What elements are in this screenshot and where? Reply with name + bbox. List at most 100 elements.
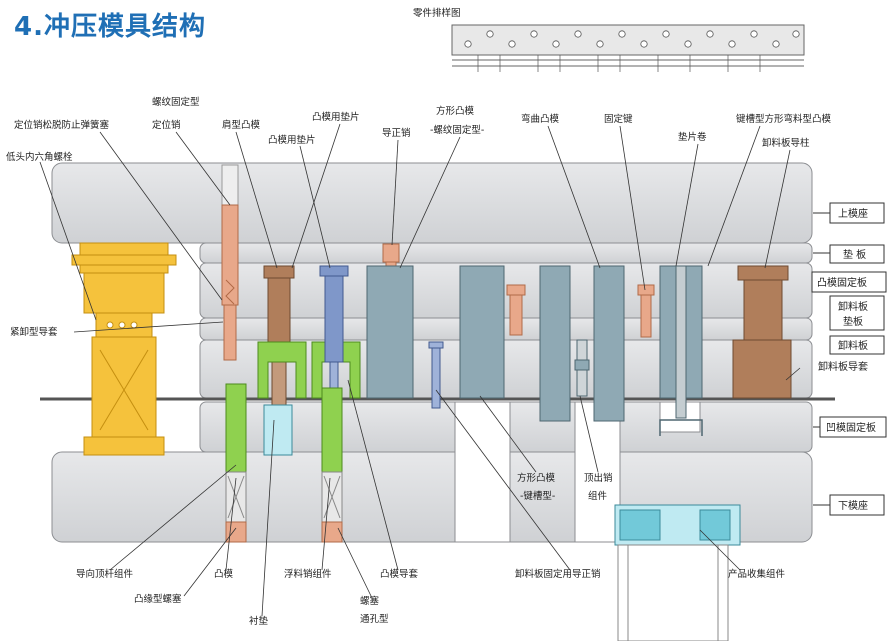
square-punch-threaded (366, 265, 414, 399)
label-pilot: 导正销 (382, 127, 411, 139)
page-title: 4.冲压模具结构 (14, 12, 206, 42)
leader-line (291, 123, 341, 269)
strip-hole (684, 40, 692, 48)
label-through-hole: 通孔型 (360, 614, 389, 625)
bottom-callouts: 导向顶杆组件 凸模 凸缘型螺塞 衬垫 浮料销组件 螺塞 通孔型 凸模导套 方形凸… (76, 472, 786, 627)
shoulder-punch (263, 265, 295, 407)
leader-line (347, 379, 399, 571)
plate-label-stripper-bush: 卸料板导套 (818, 360, 868, 373)
strip-hole (508, 40, 516, 48)
leader-line (579, 395, 599, 473)
square-punch-keyway (459, 265, 505, 399)
leader-line (619, 125, 646, 291)
strip-hole (486, 30, 494, 38)
label-stripper-pilot: 卸料板固定用导正销 (515, 568, 601, 580)
leader-line (175, 131, 231, 206)
strip-label: 零件排样图 (413, 7, 461, 19)
label-flange-plug: 凸缘型螺塞 (134, 593, 182, 605)
leader-line (675, 143, 699, 267)
leader-line (183, 527, 237, 597)
leader-line (479, 395, 537, 473)
leader-line (225, 477, 237, 571)
plate-label-punch-holder: 凸模固定板 (817, 276, 867, 289)
label-keyway-type: -键槽型- (520, 490, 555, 502)
leader-line (391, 139, 399, 246)
label-punch-shim-2: 凸模用垫片 (268, 134, 316, 146)
label-ejector-assembly: 组件 (588, 490, 608, 502)
plate-labels: 上模座 垫 板 凸模固定板 卸料板 垫板 卸料板 卸料板导套 凹模固定板 下模座 (811, 202, 887, 516)
keyway-bending-punch (659, 265, 703, 436)
label-punch-shim-1: 凸模用垫片 (312, 111, 360, 123)
leader-line (73, 321, 224, 333)
label-shim-coil: 垫片卷 (678, 131, 707, 143)
label-product-collection: 产品收集组件 (728, 568, 786, 580)
stripper-backing-plate (199, 317, 813, 341)
label-hex-bolt: 低头内六角螺栓 (6, 151, 73, 163)
stripper-guide-post (732, 265, 792, 399)
plate-label-lower-seat: 下模座 (838, 499, 868, 512)
label-keyway-punch: 键槽型方形弯料型凸模 (736, 113, 832, 125)
strip-hole (530, 30, 538, 38)
backing-plate (199, 242, 813, 264)
strip-hole (750, 30, 758, 38)
label-fixed-key: 固定键 (604, 113, 633, 125)
green-punch-guides (257, 341, 361, 399)
leader-line (99, 131, 223, 301)
leader-line (299, 145, 331, 269)
label-screw-plug: 螺塞 (360, 595, 380, 607)
label-liner: 衬垫 (249, 615, 269, 627)
label-punch-bush: 凸模导套 (380, 568, 419, 580)
plate-label-stripper: 卸料板 (838, 339, 868, 352)
label-spring-plug: 定位销松脱防止弹簧塞 (14, 119, 110, 131)
leader-line (235, 131, 278, 269)
plate-label-stripper-top: 卸料板 (838, 300, 868, 313)
label-guide-bush: 紧卸型导套 (10, 326, 58, 338)
label-bending-punch: 弯曲凸模 (521, 113, 560, 125)
label-ejector-pin: 顶出销 (584, 472, 613, 484)
label-die: 凸模 (214, 568, 234, 580)
strip-layout: 零件排样图 (413, 7, 805, 72)
label-threaded-type: 螺纹固定型 (152, 96, 200, 108)
guide-bush-assembly (71, 242, 177, 456)
leader-line (785, 367, 801, 381)
plate-label-upper-seat: 上模座 (838, 207, 868, 220)
strip-hole (596, 40, 604, 48)
leader-line (547, 125, 601, 269)
plate-label-stripper-backing: 垫板 (843, 315, 863, 328)
leader-line (764, 149, 791, 269)
strip-hole (728, 40, 736, 48)
plate-label-die-plate: 凹模固定板 (826, 421, 876, 434)
strip-hole (574, 30, 582, 38)
left-callouts: 紧卸型导套 (10, 326, 58, 338)
plate-label-backing: 垫 板 (843, 248, 866, 261)
label-float-pin: 浮料销组件 (284, 568, 332, 580)
leader-line (39, 161, 97, 321)
strip-hole (464, 40, 472, 48)
strip-hole (640, 40, 648, 48)
strip-hole (662, 30, 670, 38)
product-collection-assembly (614, 504, 741, 641)
upper-die-seat (51, 162, 813, 244)
leader-line (109, 464, 237, 571)
label-stripper-guide-post: 卸料板导柱 (762, 137, 810, 149)
top-callouts: 定位销松脱防止弹簧塞 螺纹固定型 定位销 肩型凸模 凸模用垫片 凸模用垫片 导正… (6, 96, 832, 163)
strip-hole (618, 30, 626, 38)
leader-lines (39, 123, 801, 617)
label-shoulder-punch: 肩型凸模 (222, 119, 261, 131)
leader-line (399, 136, 461, 269)
fixed-key (637, 284, 655, 338)
leader-line (699, 529, 741, 571)
die-plates (40, 162, 835, 543)
label-guide-lifter: 导向顶杆组件 (76, 568, 134, 580)
locating-pin (221, 164, 239, 361)
strip-hole (706, 30, 714, 38)
label-threaded-fixed: -螺纹固定型- (430, 124, 484, 136)
leader-line (707, 125, 761, 267)
leader-line (337, 527, 373, 599)
strip-hole (772, 40, 780, 48)
leader-line (261, 419, 275, 617)
label-square-punch: 方形凸模 (436, 105, 475, 117)
leader-line (435, 389, 571, 571)
bending-punch-area (506, 265, 625, 422)
